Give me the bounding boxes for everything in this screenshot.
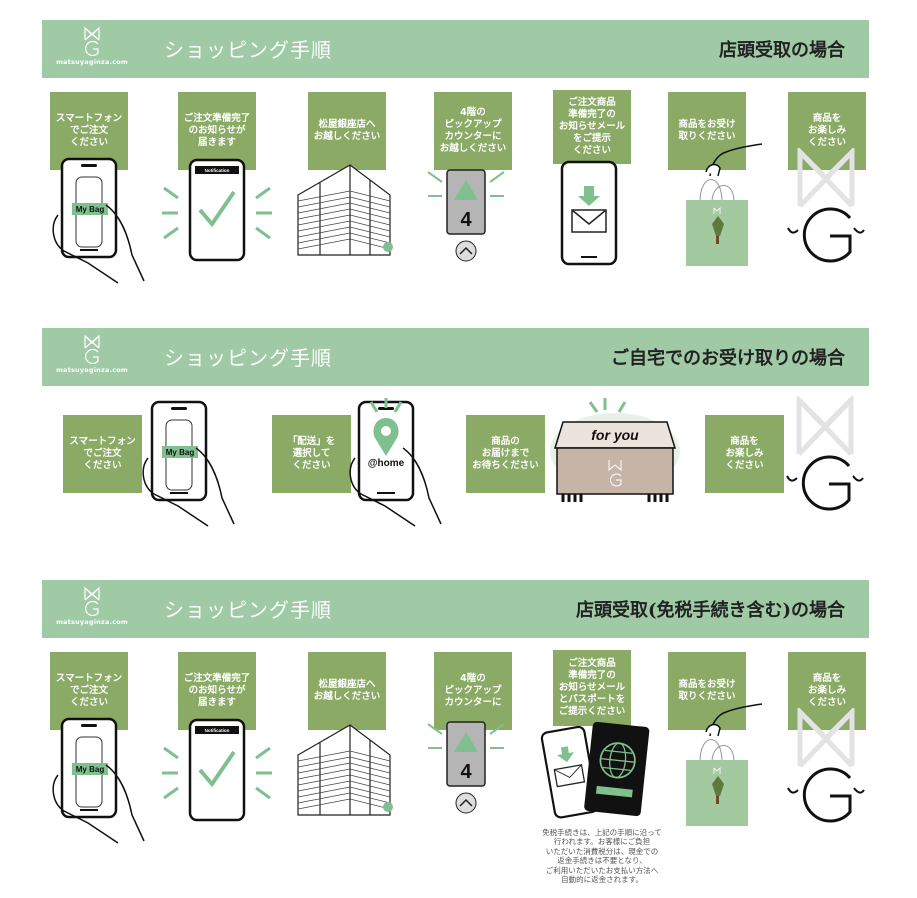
step-illustration: Notification: [162, 718, 282, 832]
step-illustration: @home: [345, 396, 455, 537]
illustration-label: My Bag: [76, 205, 105, 214]
mg-logo-icon: [84, 334, 100, 364]
step-label-box: ご注文準備完了 のお知らせが 届きます: [178, 652, 256, 730]
step-label-box: 松屋銀座店へ お越しください: [308, 652, 386, 730]
step-label-box: 商品を お楽しみ ください: [705, 415, 784, 493]
step-label-box: 4階の ピックアップ カウンターに お越しください: [434, 92, 512, 170]
brand-logo: matsuyaginza.com: [52, 586, 132, 626]
phone-and-passport-icon: [540, 721, 650, 819]
step-illustration: My Bag: [48, 715, 158, 854]
illustration-label: Notification: [205, 728, 230, 733]
step-label-box: ご注文商品 準備完了の お知らせメール とパスポートを ご提示ください: [553, 650, 631, 726]
illustration-label: @home: [368, 458, 405, 469]
step-label-box: 商品の お届けまで お待ちください: [466, 415, 545, 493]
step-illustration: [785, 393, 865, 515]
mg-logo-icon: [84, 26, 100, 56]
step-label-box: 「配送」を 選択して ください: [272, 415, 351, 493]
section-case-label: 店頭受取の場合: [719, 40, 845, 61]
brand-url: matsuyaginza.com: [56, 618, 128, 626]
mg-logo-icon: [787, 705, 865, 823]
section-title: ショッピング手順: [164, 346, 332, 370]
building-icon: [297, 724, 393, 816]
step-illustration: [550, 160, 630, 274]
step-illustration: [290, 715, 400, 829]
section-title: ショッピング手順: [164, 38, 332, 62]
phone-home-location-icon: @home: [349, 396, 442, 527]
step-label-box: 松屋銀座店へ お越しください: [308, 92, 386, 170]
illustration-label: Notification: [205, 168, 230, 173]
section-header-band: matsuyaginza.com ショッピング手順 店頭受取(免税手続き含む)の場合: [42, 580, 869, 638]
step-illustration: 4: [422, 166, 512, 270]
step-illustration: for you: [545, 396, 685, 510]
brand-logo: matsuyaginza.com: [52, 26, 132, 66]
step-illustration: [676, 142, 766, 276]
step-illustration: [538, 712, 650, 828]
step-label-box: 4階の ピックアップ カウンターに: [434, 652, 512, 730]
phone-notification-icon: Notification: [162, 158, 272, 262]
step-illustration: 4: [422, 718, 512, 822]
illustration-label: My Bag: [76, 765, 105, 774]
section-case-label: 店頭受取(免税手続き含む)の場合: [575, 600, 845, 621]
building-icon: [297, 164, 393, 256]
illustration-label: My Bag: [166, 448, 195, 457]
section-title: ショッピング手順: [164, 598, 332, 622]
step-label-box: ご注文商品 準備完了の お知らせメール をご提示 ください: [553, 90, 631, 164]
illustration-label: for you: [591, 427, 639, 443]
section-header-band: matsuyaginza.com ショッピング手順 ご自宅でのお受け取りの場合: [42, 328, 869, 386]
step-illustration: My Bag: [138, 398, 248, 537]
step-illustration: [786, 145, 866, 267]
step-illustration: [786, 705, 866, 827]
section-header-band: matsuyaginza.com ショッピング手順 店頭受取の場合: [42, 20, 869, 78]
shopping-bag-hand-icon: [686, 143, 763, 266]
step-label-box: スマートフォン でご注文 ください: [63, 415, 142, 493]
phone-my-bag-icon: My Bag: [52, 157, 145, 284]
brand-url: matsuyaginza.com: [56, 366, 128, 374]
step-illustration: [290, 155, 400, 269]
delivery-box-icon: for you: [550, 398, 680, 502]
brand-logo: matsuyaginza.com: [52, 334, 132, 374]
illustration-label: 4: [460, 761, 472, 783]
phone-notification-icon: Notification: [162, 718, 272, 822]
elevator-floor-4-icon: 4: [427, 721, 505, 814]
mg-logo-icon: [787, 145, 865, 263]
step-label-box: 商品をお受け 取りください: [668, 652, 746, 730]
step-illustration: [676, 702, 766, 836]
mg-logo-icon: [786, 393, 864, 511]
brand-url: matsuyaginza.com: [56, 58, 128, 66]
illustration-label: 4: [460, 209, 472, 231]
phone-my-bag-icon: My Bag: [52, 717, 145, 844]
step-label-box: 商品をお受け 取りください: [668, 92, 746, 170]
phone-my-bag-icon: My Bag: [142, 400, 235, 527]
step-illustration: Notification: [162, 158, 282, 272]
step-illustration: My Bag: [48, 155, 158, 294]
phone-mail-icon: [560, 160, 618, 266]
step-label-box: ご注文準備完了 のお知らせが 届きます: [178, 92, 256, 170]
section-case-label: ご自宅でのお受け取りの場合: [611, 348, 845, 369]
step-label-box: スマートフォン でご注文 ください: [50, 92, 128, 170]
tax-free-note: 免税手続きは、上記の手順に沿って 行われます。お客様にご負担 いただいた消費税分…: [542, 828, 662, 884]
step-label-box: スマートフォン でご注文 ください: [50, 652, 128, 730]
shopping-bag-hand-icon: [686, 703, 763, 826]
elevator-floor-4-icon: 4: [427, 169, 505, 262]
mg-logo-icon: [84, 586, 100, 616]
